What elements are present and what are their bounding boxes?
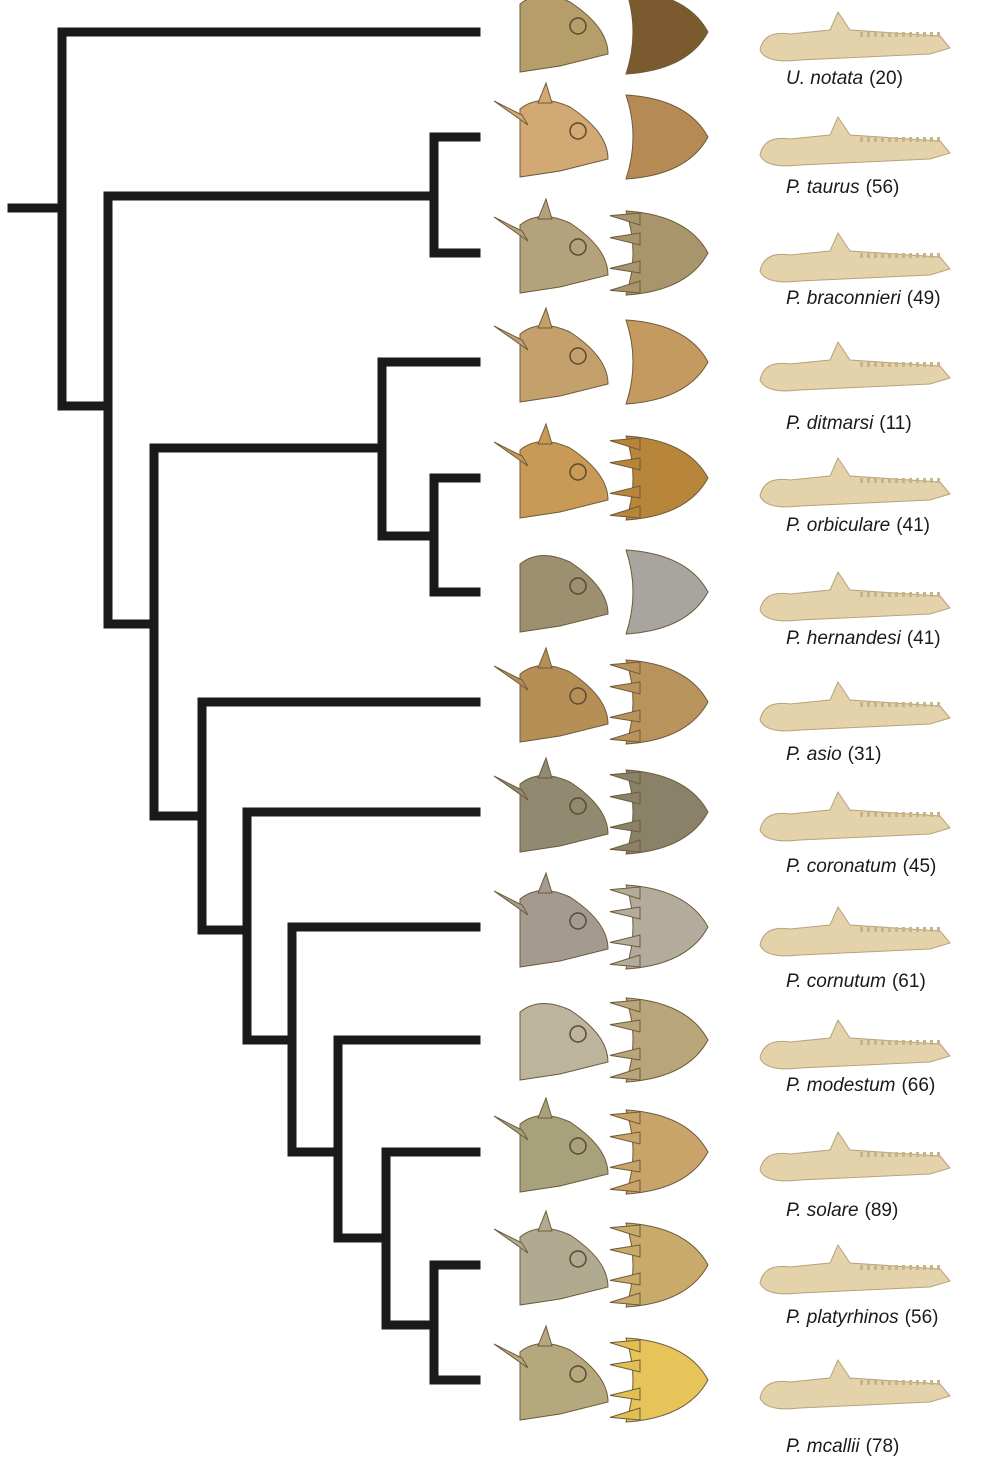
lateral-skull [494, 648, 608, 742]
taxon-label: P. mcallii(78) [786, 1436, 899, 1458]
dorsal-skull [610, 660, 708, 744]
taxon-label: P. solare(89) [786, 1200, 898, 1222]
mandible [760, 682, 950, 731]
taxon-label: P. taurus(56) [786, 177, 899, 199]
lateral-skull [494, 424, 608, 518]
taxon-label: P. ditmarsi(11) [786, 413, 912, 435]
dorsal-skull [610, 998, 708, 1082]
lateral-skull [494, 1326, 608, 1420]
lateral-skull [494, 1098, 608, 1192]
taxon-label: P. asio(31) [786, 744, 881, 766]
lateral-skull [494, 83, 608, 177]
lateral-skull [494, 308, 608, 402]
mandible [760, 1132, 950, 1181]
dorsal-skull [610, 1223, 708, 1307]
phylogenetic-tree [12, 32, 476, 1380]
dorsal-skull [626, 320, 708, 404]
mandible [760, 1360, 950, 1409]
taxon-label: P. orbiculare(41) [786, 515, 930, 537]
dorsal-skull [610, 1110, 708, 1194]
taxon-label: P. hernandesi(41) [786, 628, 941, 650]
taxon-label: P. platyrhinos(56) [786, 1307, 938, 1329]
mandible [760, 117, 950, 166]
mandible [760, 233, 950, 282]
mandible [760, 572, 950, 621]
lateral-skull [494, 199, 608, 293]
dorsal-skull [610, 885, 708, 969]
lateral-skull [494, 1211, 608, 1305]
taxon-label: P. braconnieri(49) [786, 288, 941, 310]
lateral-skull [494, 758, 608, 852]
lateral-skull [520, 0, 608, 72]
taxon-label: P. modestum(66) [786, 1075, 935, 1097]
mandible [760, 12, 950, 61]
taxon-label: P. coronatum(45) [786, 856, 936, 878]
dorsal-skull [610, 436, 708, 520]
dorsal-skull [626, 95, 708, 179]
dorsal-skull [610, 1338, 708, 1422]
dorsal-skull [610, 770, 708, 854]
mandible [760, 458, 950, 507]
taxon-label: P. cornutum(61) [786, 971, 926, 993]
mandible [760, 907, 950, 956]
lateral-skull-column [494, 0, 608, 1420]
dorsal-skull [626, 0, 708, 74]
lateral-skull [520, 555, 608, 632]
lateral-skull [494, 873, 608, 967]
dorsal-skull [610, 211, 708, 295]
mandible [760, 1245, 950, 1294]
dorsal-skull [626, 550, 708, 634]
dorsal-skull-column [610, 0, 708, 1422]
mandible [760, 792, 950, 841]
lateral-skull [520, 1003, 608, 1080]
mandible [760, 342, 950, 391]
taxon-label: U. notata(20) [786, 68, 903, 90]
mandible [760, 1020, 950, 1069]
